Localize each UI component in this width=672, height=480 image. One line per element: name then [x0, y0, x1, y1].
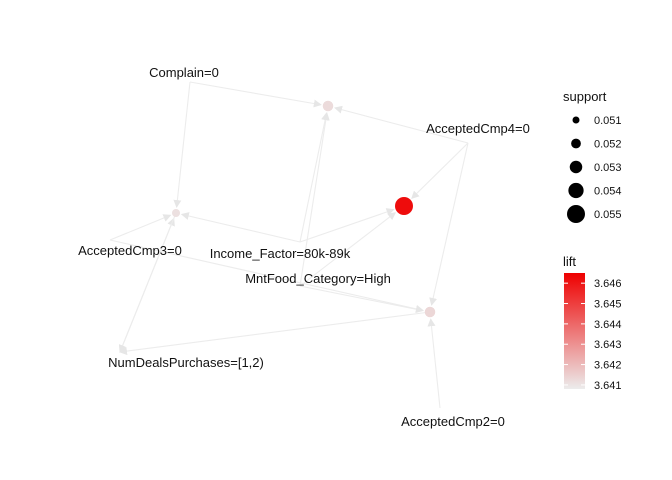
rule-node-rule_a[interactable] — [322, 100, 334, 112]
item-label-complain: Complain=0 — [149, 65, 219, 80]
lift-legend-title: lift — [563, 254, 576, 269]
item-label-numdeals: NumDealsPurchases=[1,2) — [108, 355, 264, 370]
lift-tick-label-3: 3.643 — [594, 339, 622, 351]
edge-mntfood-to-rule_b — [299, 212, 397, 287]
edge-acc2-to-rule_d — [427, 318, 441, 409]
item-label-acc3: AcceptedCmp3=0 — [78, 243, 182, 258]
edge-rule_c-to-numdeals — [118, 212, 177, 353]
support-legend-dot-1 — [571, 138, 581, 149]
nodes-layer — [172, 100, 436, 318]
support-legend-label-0: 0.051 — [594, 115, 622, 127]
lift-tick-label-0: 3.646 — [594, 278, 622, 290]
edge-income-to-rule_c — [180, 212, 301, 243]
edge-mntfood-to-rule_d — [299, 285, 424, 314]
support-legend-dot-2 — [569, 160, 583, 174]
support-legend-label-1: 0.052 — [594, 139, 622, 151]
edge-acc4-to-rule_a — [334, 105, 469, 144]
edge-income-to-rule_a — [299, 112, 330, 243]
item-label-income: Income_Factor=80k-89k — [210, 246, 351, 261]
edge-acc4-to-rule_b — [411, 142, 469, 199]
edge-complain-to-rule_c — [173, 81, 191, 209]
support-legend-dot-0 — [572, 116, 580, 124]
support-legend-dot-4 — [567, 205, 585, 223]
edge-acc3-to-rule_d — [109, 239, 424, 313]
item-label-acc4: AcceptedCmp4=0 — [426, 121, 530, 136]
edges-layer — [109, 81, 469, 409]
lift-tick-label-2: 3.644 — [594, 319, 622, 331]
rule-node-rule_b[interactable] — [395, 197, 413, 215]
item-label-mntfood: MntFood_Category=High — [245, 271, 391, 286]
edge-rule_d-to-numdeals — [119, 311, 431, 356]
rule-node-rule_d[interactable] — [424, 306, 436, 318]
support-legend-title: support — [563, 89, 607, 104]
support-legend-label-4: 0.055 — [594, 209, 622, 221]
support-legend-dot-3 — [568, 182, 584, 199]
lift-legend: lift 3.646 3.645 3.644 3.643 3.642 3.641 — [563, 254, 622, 392]
support-legend-label-2: 0.053 — [594, 162, 622, 174]
lift-tick-label-4: 3.642 — [594, 360, 622, 372]
support-legend-label-3: 0.054 — [594, 186, 622, 198]
edge-acc4-to-rule_d — [429, 142, 469, 306]
lift-colorbar — [564, 273, 585, 389]
support-legend: support 0.051 0.052 0.053 0.054 0.055 — [563, 89, 622, 223]
edge-acc3-to-rule_c — [109, 214, 172, 241]
edge-complain-to-rule_a — [189, 81, 322, 108]
edge-income-to-rule_b — [299, 208, 395, 243]
lift-tick-label-5: 3.641 — [594, 380, 622, 392]
item-label-acc2: AcceptedCmp2=0 — [401, 414, 505, 429]
edge-mntfood-to-rule_a — [299, 112, 330, 287]
rule-node-rule_c[interactable] — [172, 209, 180, 217]
lift-tick-label-1: 3.645 — [594, 299, 622, 311]
